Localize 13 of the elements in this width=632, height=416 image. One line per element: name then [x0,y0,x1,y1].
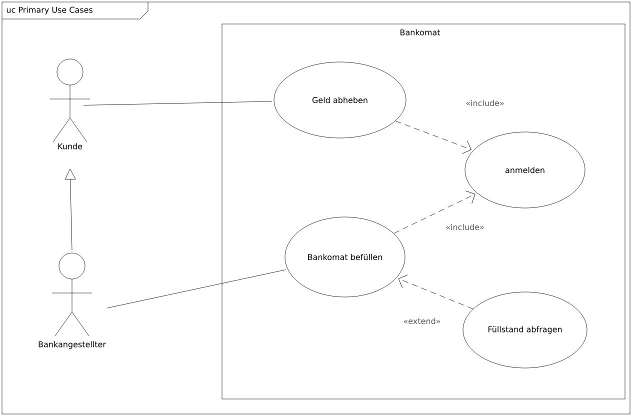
edge-label: «include» [466,100,504,106]
association-line [84,101,272,106]
association-line [106,270,286,308]
actor-figure: Bankangestellter [38,252,106,349]
dependency-arrow [398,274,474,310]
dependency-arrow [395,120,472,154]
node-label: Kunde [58,143,82,150]
dependency-arrow [394,190,476,234]
generalization-arrow [64,168,76,250]
actor-figure: Kunde [50,58,90,150]
node-label: Bankangestellter [38,341,106,349]
edge-label: «include» [446,224,484,230]
edge-label: «extend» [404,318,440,324]
